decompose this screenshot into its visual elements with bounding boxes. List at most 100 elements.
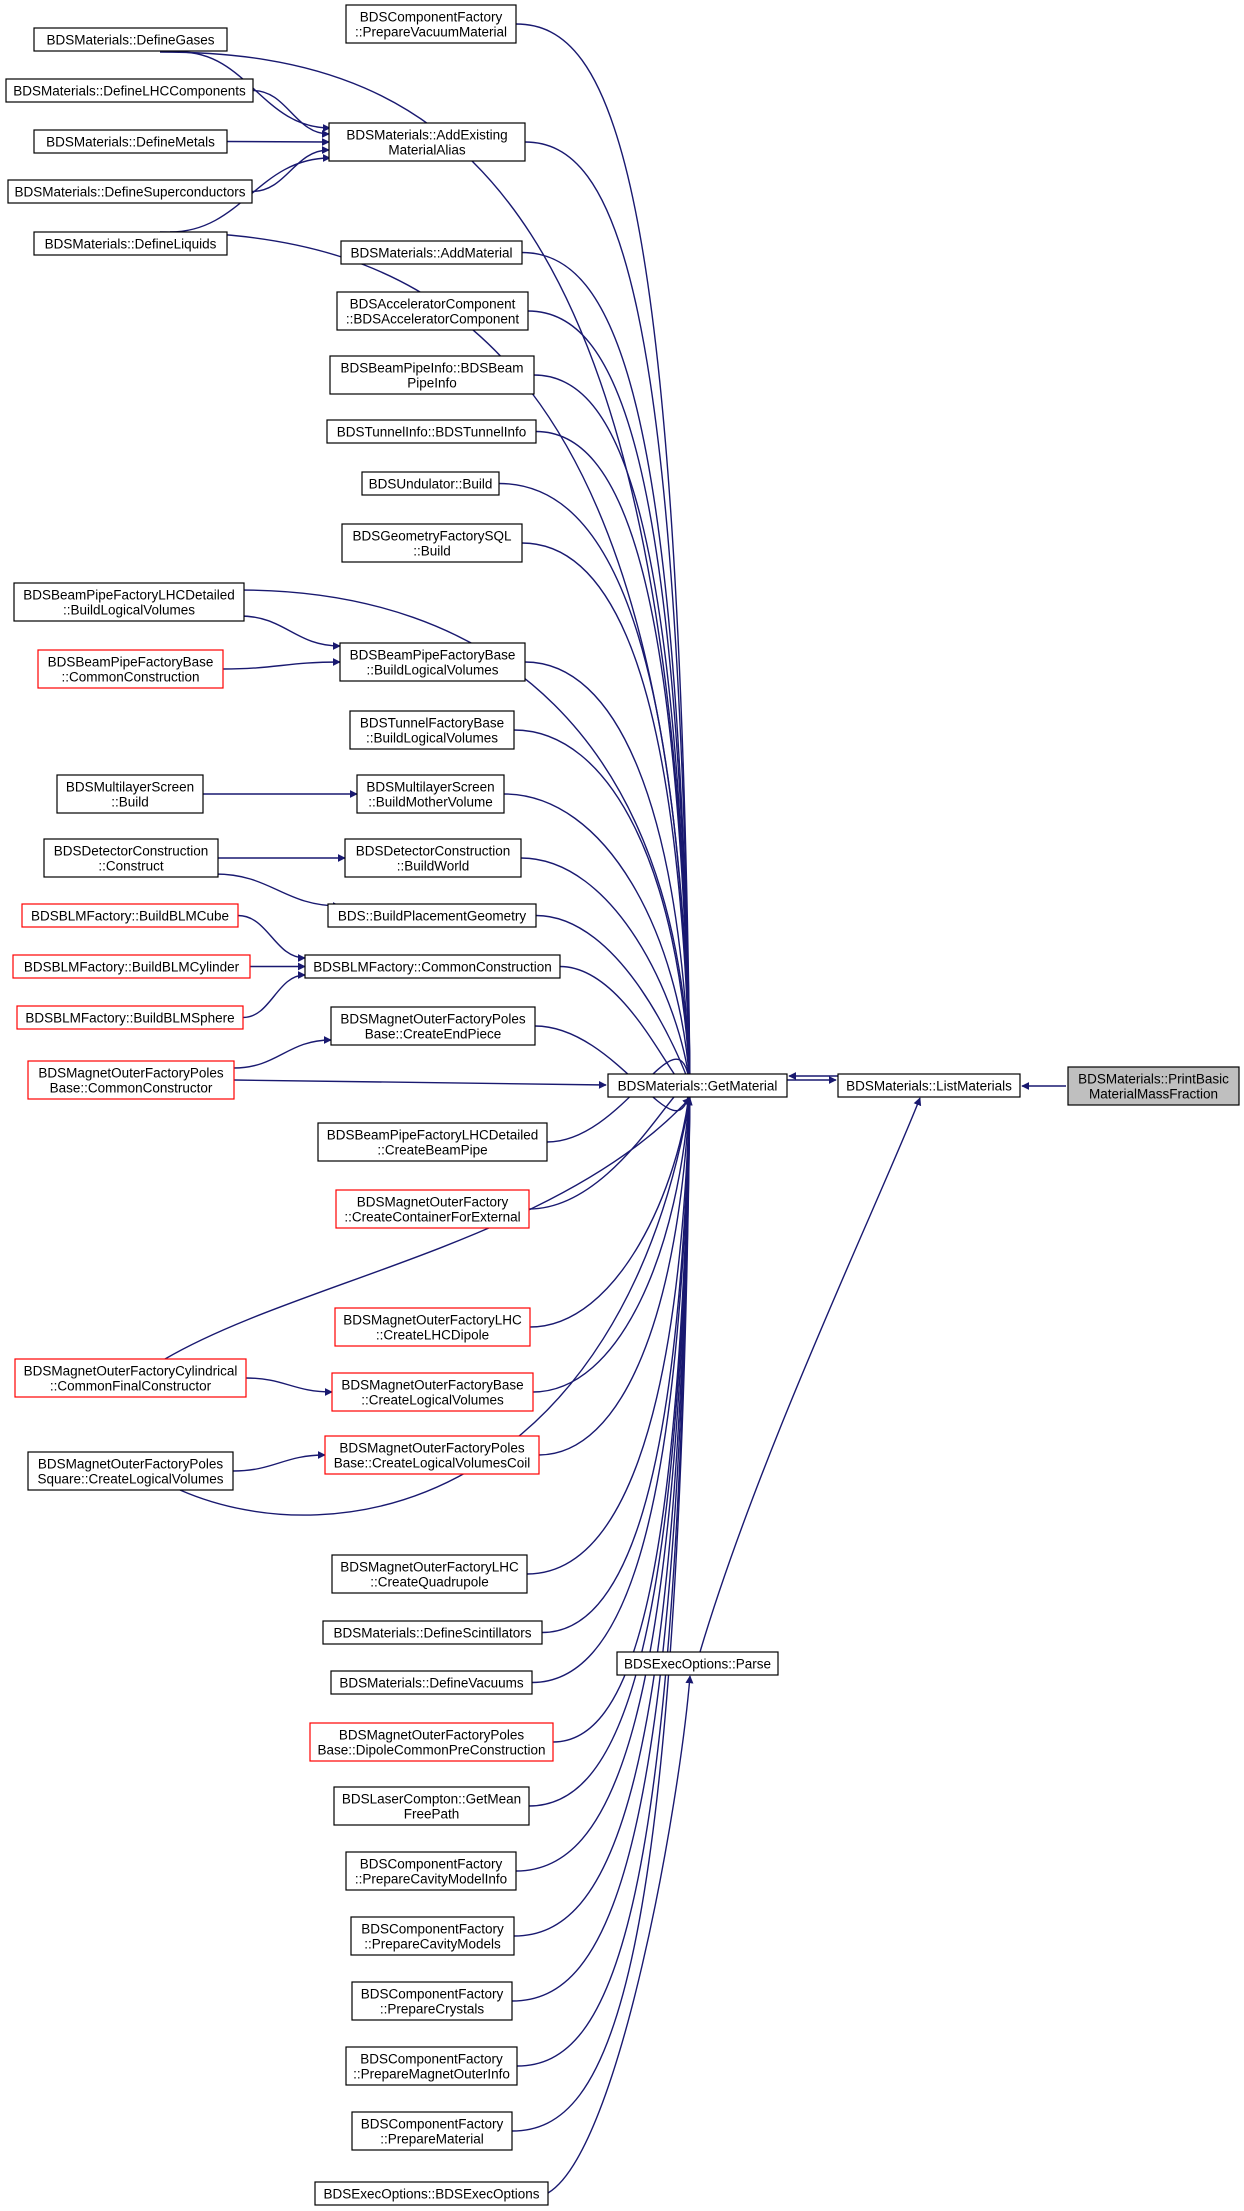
node-print-basic-material-mass-fraction[interactable]: BDSMaterials::PrintBasicMaterialMassFrac… [1067,1066,1240,1106]
node-box [344,838,522,878]
node-beampipe-base-common-construction[interactable]: BDSBeamPipeFactoryBase::CommonConstructi… [37,649,224,689]
node-create-container-for-external[interactable]: BDSMagnetOuterFactory::CreateContainerFo… [335,1189,530,1229]
node-label-line: BDSBLMFactory::BuildBLMCylinder [24,960,240,975]
node-label-line: ::BuildWorld [397,859,470,874]
node-poles-square-create-logical[interactable]: BDSMagnetOuterFactoryPolesSquare::Create… [27,1451,234,1491]
node-geometry-factory-sql-build[interactable]: BDSGeometryFactorySQL::Build [341,523,523,563]
node-label-line: BDSMultilayerScreen [366,780,494,795]
node-box [330,1670,533,1695]
edge-define_scintillators-to-get-material [541,1085,694,1634]
edge-beam_pipe_info-to-get-material [533,374,694,1087]
node-exec-options-parse[interactable]: BDSExecOptions::Parse [616,1651,779,1676]
edge-poles-square-to-coil [232,1451,326,1472]
node-poles-create-end-piece[interactable]: BDSMagnetOuterFactoryPolesBase::CreateEn… [330,1006,536,1046]
node-build-placement-geometry[interactable]: BDS::BuildPlacementGeometry [327,903,537,928]
node-blm-build-sphere[interactable]: BDSBLMFactory::BuildBLMSphere [16,1005,244,1030]
node-box [33,231,228,256]
node-exec-options-ctor[interactable]: BDSExecOptions::BDSExecOptions [314,2181,549,2206]
node-label-line: BDSBeamPipeFactoryBase [350,648,516,663]
node-label-line: ::CreateBeamPipe [377,1143,487,1158]
node-label-line: BDSBeamPipeFactoryLHCDetailed [327,1128,539,1143]
node-beampipe-lhcdetailed-create-beampipe[interactable]: BDSBeamPipeFactoryLHCDetailed::CreateBea… [317,1122,548,1162]
node-box [309,1722,554,1762]
node-blm-build-cube[interactable]: BDSBLMFactory::BuildBLMCube [21,903,239,928]
node-label-line: BDSComponentFactory [361,2117,504,2132]
node-detector-construction-build-world[interactable]: BDSDetectorConstruction::BuildWorld [344,838,522,878]
node-label-line: BDSComponentFactory [360,10,503,25]
node-define-gases[interactable]: BDSMaterials::DefineGases [33,27,228,52]
node-outer-base-create-logical[interactable]: BDSMagnetOuterFactoryBase::CreateLogical… [331,1372,534,1412]
node-box [317,1122,548,1162]
node-label-line: BDSMaterials::PrintBasic [1078,1072,1229,1087]
node-tunnel-info[interactable]: BDSTunnelInfo::BDSTunnelInfo [326,419,537,444]
node-label-line: ::CreateLogicalVolumes [361,1393,504,1408]
node-label-line: BDSMagnetOuterFactoryBase [341,1378,523,1393]
node-beampipe-lhcdetailed-build-logical[interactable]: BDSBeamPipeFactoryLHCDetailed::BuildLogi… [13,582,245,622]
node-label-line: BDSMultilayerScreen [66,780,194,795]
node-label-line: BDSBeamPipeFactoryBase [48,655,214,670]
node-blm-build-cylinder[interactable]: BDSBLMFactory::BuildBLMCylinder [12,954,251,979]
node-define-scintillators[interactable]: BDSMaterials::DefineScintillators [322,1620,543,1645]
node-prepare-magnet-outer-info[interactable]: BDSComponentFactory::PrepareMagnetOuterI… [345,2046,518,2086]
node-label-line: FreePath [404,1807,460,1822]
node-dipole-common-pre-construction[interactable]: BDSMagnetOuterFactoryPolesBase::DipoleCo… [309,1722,554,1762]
node-box [336,291,529,331]
node-label-line: BDSMagnetOuterFactoryCylindrical [24,1364,238,1379]
node-box [304,954,561,979]
node-add-material[interactable]: BDSMaterials::AddMaterial [340,240,523,265]
node-label-line: BDSMagnetOuterFactoryLHC [343,1313,522,1328]
node-define-vacuums[interactable]: BDSMaterials::DefineVacuums [330,1670,533,1695]
node-define-metals[interactable]: BDSMaterials::DefineMetals [33,129,228,154]
node-create-lhc-dipole[interactable]: BDSMagnetOuterFactoryLHC::CreateLHCDipol… [334,1307,531,1347]
node-prepare-crystals[interactable]: BDSComponentFactory::PrepareCrystals [351,1981,513,2021]
node-multilayer-screen-build-mother[interactable]: BDSMultilayerScreen::BuildMotherVolume [356,774,505,814]
node-box [331,1372,534,1412]
node-get-material[interactable]: BDSMaterials::GetMaterial [607,1073,788,1098]
edge-blm-cube-to-common [237,914,306,962]
node-cylindrical-common-final-constructor[interactable]: BDSMagnetOuterFactoryCylindrical::Common… [14,1358,247,1398]
node-prepare-vacuum-material[interactable]: BDSComponentFactory::PrepareVacuumMateri… [345,4,517,44]
node-beam-pipe-info[interactable]: BDSBeamPipeInfo::BDSBeamPipeInfo [329,355,535,395]
node-poles-common-constructor[interactable]: BDSMagnetOuterFactoryPolesBase::CommonCo… [27,1060,235,1100]
node-label-line: ::BuildLogicalVolumes [366,663,498,678]
node-poles-create-logical-coil[interactable]: BDSMagnetOuterFactoryPolesBase::CreateLo… [324,1435,540,1475]
edge-poles-common-constructor-to-get-material [233,1079,607,1089]
node-define-liquids[interactable]: BDSMaterials::DefineLiquids [33,231,228,256]
node-label-line: BDSDetectorConstruction [54,844,209,859]
node-blm-common-construction[interactable]: BDSBLMFactory::CommonConstruction [304,954,561,979]
node-create-quadrupole[interactable]: BDSMagnetOuterFactoryLHC::CreateQuadrupo… [331,1554,528,1594]
node-tunnel-factory-base-build-logical[interactable]: BDSTunnelFactoryBase::BuildLogicalVolume… [349,710,515,750]
node-label-line: ::Build [413,544,451,559]
node-label-line: PipeInfo [407,376,457,391]
edge-poles_create_logical_coil-to-get-material [538,1085,694,1456]
node-box [335,1189,530,1229]
node-label-line: BDSMaterials::DefineScintillators [333,1626,531,1641]
node-box [331,1554,528,1594]
node-detector-construction-construct[interactable]: BDSDetectorConstruction::Construct [43,838,219,878]
node-multilayer-screen-build[interactable]: BDSMultilayerScreen::Build [56,774,204,814]
edge-create_quadrupole-to-get-material [526,1085,694,1575]
node-label-line: ::PrepareCavityModels [364,1937,501,1952]
node-list-materials[interactable]: BDSMaterials::ListMaterials [837,1073,1021,1098]
node-undulator-build[interactable]: BDSUndulator::Build [361,471,500,496]
node-beampipe-base-build-logical[interactable]: BDSBeamPipeFactoryBase::BuildLogicalVolu… [339,642,526,682]
node-box [345,1851,517,1891]
node-box [361,471,500,496]
node-box [1067,1066,1240,1106]
node-define-lhc-components[interactable]: BDSMaterials::DefineLHCComponents [5,78,254,103]
node-box [837,1073,1021,1098]
edge-dipole_common_pre_construction-to-get-material [552,1085,694,1743]
node-prepare-material[interactable]: BDSComponentFactory::PrepareMaterial [351,2111,513,2151]
node-label-line: MaterialMassFraction [1089,1087,1218,1102]
node-prepare-cavity-model-info[interactable]: BDSComponentFactory::PrepareCavityModelI… [345,1851,517,1891]
edge-cylindrical-final-to-outer-base [245,1377,333,1396]
node-prepare-cavity-models[interactable]: BDSComponentFactory::PrepareCavityModels [350,1916,515,1956]
node-label-line: BDSMagnetOuterFactoryPoles [340,1012,526,1027]
node-define-superconductors[interactable]: BDSMaterials::DefineSuperconductors [7,179,253,204]
node-label-line: ::Build [111,795,149,810]
node-accelerator-component[interactable]: BDSAcceleratorComponent::BDSAcceleratorC… [336,291,529,331]
node-label-line: BDSAcceleratorComponent [350,297,516,312]
